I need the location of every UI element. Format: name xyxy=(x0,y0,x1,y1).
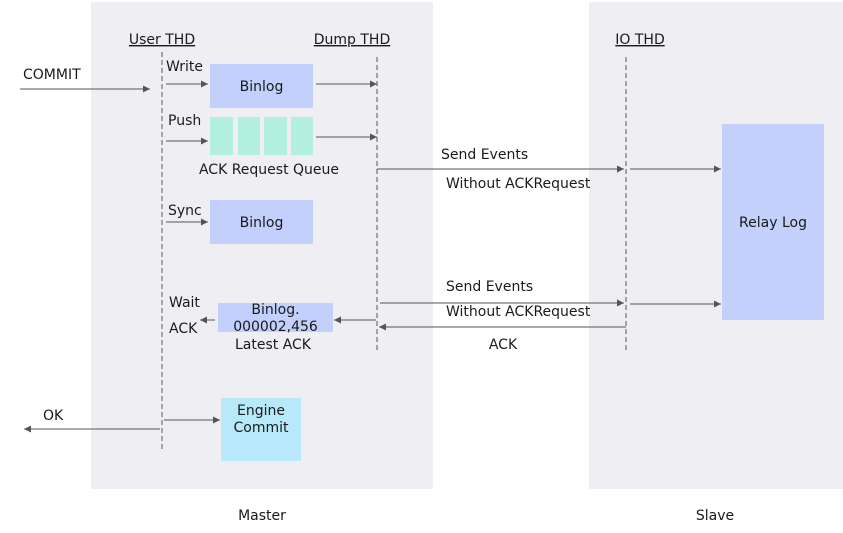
binlog-position-line1: Binlog. xyxy=(251,302,299,318)
queue-slot-2 xyxy=(238,117,260,155)
ack-request-queue-label: ACK Request Queue xyxy=(199,162,339,178)
without-ack-label-1: Without ACKRequest xyxy=(446,176,591,192)
engine-commit-line2: Commit xyxy=(234,420,290,436)
commit-label: COMMIT xyxy=(23,67,81,83)
wait-label: Wait xyxy=(169,295,200,311)
dump-thd-header: Dump THD xyxy=(314,32,391,48)
io-thd-header: IO THD xyxy=(615,32,664,48)
queue-slot-4 xyxy=(291,117,313,155)
ack-return-label: ACK xyxy=(489,337,518,353)
queue-slot-3 xyxy=(264,117,287,155)
binlog-position-line2: 000002,456 xyxy=(233,319,318,335)
latest-ack-label: Latest ACK xyxy=(235,337,312,353)
engine-commit-box xyxy=(221,398,301,461)
ok-label: OK xyxy=(43,408,64,424)
binlog-write-box xyxy=(210,64,313,108)
without-ack-label-2: Without ACKRequest xyxy=(446,304,591,320)
write-label: Write xyxy=(166,59,203,75)
binlog-sync-box xyxy=(210,200,313,244)
sync-label: Sync xyxy=(168,203,202,219)
master-label: Master xyxy=(238,508,286,524)
binlog-position-box xyxy=(218,303,333,332)
ack-left-label: ACK xyxy=(169,321,198,337)
binlog-sync-label: Binlog xyxy=(240,215,284,231)
relay-log-label: Relay Log xyxy=(739,215,807,231)
send-events-label-1: Send Events xyxy=(441,147,528,163)
slave-label: Slave xyxy=(696,508,734,524)
binlog-write-label: Binlog xyxy=(240,79,284,95)
relay-log-box xyxy=(722,124,824,320)
send-events-label-2: Send Events xyxy=(446,279,533,295)
queue-slot-1 xyxy=(210,117,233,155)
user-thd-header: User THD xyxy=(129,32,195,48)
push-label: Push xyxy=(168,113,201,129)
engine-commit-line1: Engine xyxy=(237,403,285,419)
